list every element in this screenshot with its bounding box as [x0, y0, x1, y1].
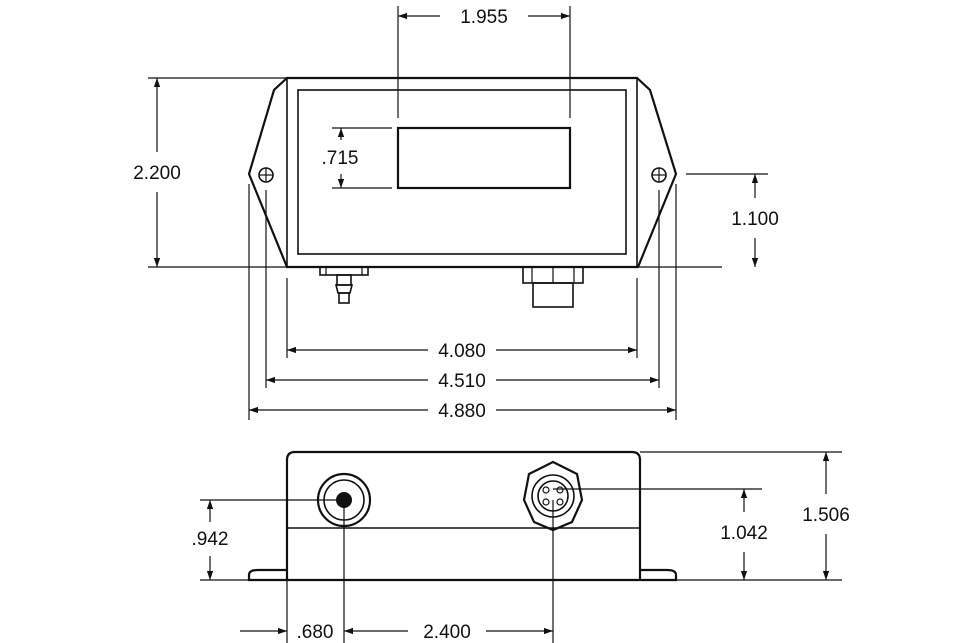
dim-2200-label: 2.200 [133, 163, 181, 184]
dim-1506-label: 1.506 [802, 505, 850, 526]
dim-4080-label: 4.080 [438, 341, 486, 362]
dim-942-label: .942 [192, 529, 229, 550]
display-window [396, 126, 572, 190]
front-view [247, 76, 678, 308]
front-bezel [297, 89, 627, 255]
connector-icon [522, 266, 584, 308]
dimension-labels: 1.955 2.200 .715 1.100 4.080 4.510 4.880… [133, 7, 850, 643]
dim-680-label: .680 [297, 622, 334, 643]
mounting-hole-icon [258, 167, 274, 183]
front-dimension-lines [153, 12, 759, 414]
dim-1100-label: 1.100 [731, 209, 779, 230]
side-extension-lines [200, 451, 842, 643]
dim-4880-label: 4.880 [438, 401, 486, 422]
dim-715-label: .715 [322, 148, 359, 169]
side-dimension-lines [206, 452, 830, 635]
dim-1042-label: 1.042 [720, 523, 768, 544]
dim-1955-label: 1.955 [460, 7, 508, 28]
front-enclosure-outline [247, 76, 678, 269]
dim-2400-label: 2.400 [423, 622, 471, 643]
mounting-hole-icon [651, 167, 667, 183]
side-mounting-flange [247, 568, 678, 582]
port-fitting-icon [319, 266, 369, 304]
dim-4510-label: 4.510 [438, 371, 486, 392]
side-enclosure-outline [285, 450, 642, 580]
side-view [247, 450, 678, 582]
